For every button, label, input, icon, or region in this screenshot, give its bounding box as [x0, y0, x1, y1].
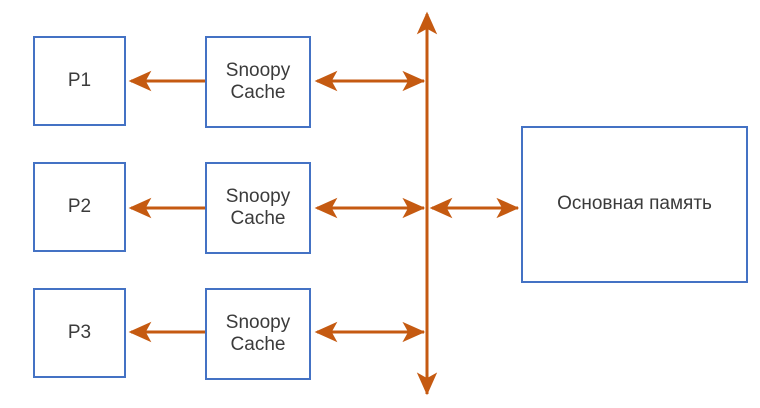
processor-box-p2[interactable]: P2 — [33, 162, 126, 252]
main-memory-box[interactable]: Основная память — [521, 126, 748, 283]
cache-label-2: Snoopy Cache — [225, 185, 291, 229]
main-memory-label: Основная память — [557, 193, 712, 215]
processor-box-p3[interactable]: P3 — [33, 288, 126, 378]
processor-label-p3: P3 — [67, 321, 92, 343]
processor-label-p1: P1 — [67, 69, 92, 91]
processor-label-p2: P2 — [67, 195, 92, 217]
cache-label-3: Snoopy Cache — [225, 311, 291, 355]
cache-box-2[interactable]: Snoopy Cache — [205, 162, 311, 254]
cache-box-3[interactable]: Snoopy Cache — [205, 288, 311, 380]
cache-box-1[interactable]: Snoopy Cache — [205, 36, 311, 128]
processor-box-p1[interactable]: P1 — [33, 36, 126, 126]
cache-label-1: Snoopy Cache — [225, 59, 291, 103]
